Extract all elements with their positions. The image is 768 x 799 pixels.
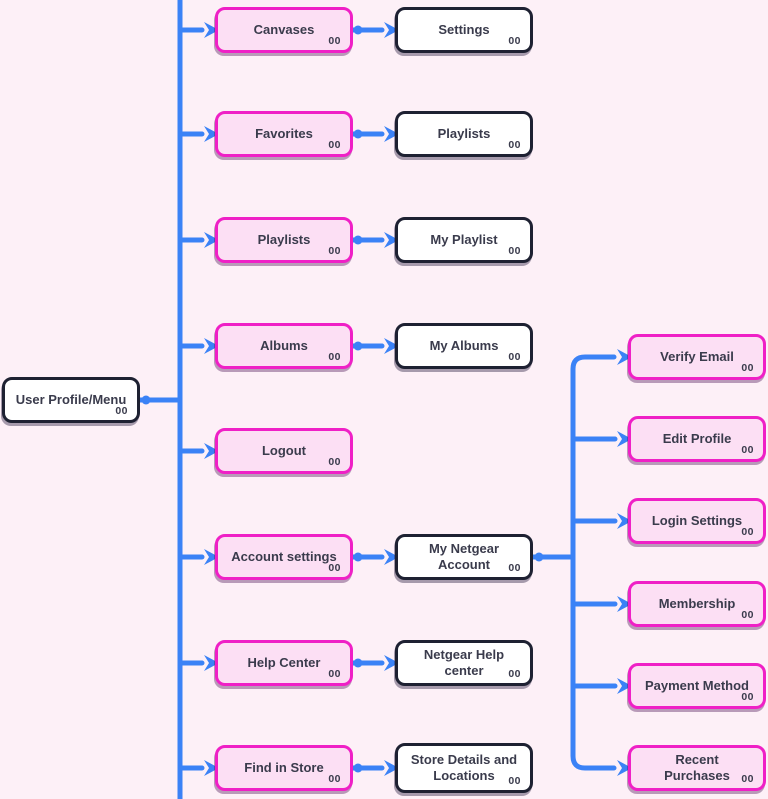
node-label: Store Details and Locations	[410, 751, 518, 783]
node-badge: 00	[328, 35, 341, 47]
node-label: Verify Email	[660, 348, 734, 364]
node-favorites[interactable]: Favorites 00	[215, 111, 353, 157]
node-edit-profile[interactable]: Edit Profile 00	[628, 416, 766, 462]
node-recent-purchases[interactable]: Recent Purchases 00	[628, 745, 766, 791]
node-label: User Profile/Menu	[15, 391, 127, 407]
node-label: Login Settings	[651, 512, 743, 528]
node-find-in-store[interactable]: Find in Store 00	[215, 745, 353, 791]
node-badge: 00	[115, 405, 128, 417]
node-badge: 00	[328, 139, 341, 151]
node-label: Settings	[438, 21, 490, 37]
node-badge: 00	[741, 362, 754, 374]
node-my-albums[interactable]: My Albums 00	[395, 323, 533, 369]
node-label: Help Center	[247, 654, 321, 670]
node-badge: 00	[508, 139, 521, 151]
node-label: Favorites	[255, 125, 313, 141]
node-albums[interactable]: Albums 00	[215, 323, 353, 369]
node-verify-email[interactable]: Verify Email 00	[628, 334, 766, 380]
node-my-netgear-account[interactable]: My Netgear Account 00	[395, 534, 533, 580]
node-label: Payment Method	[644, 677, 749, 693]
node-help-center[interactable]: Help Center 00	[215, 640, 353, 686]
node-badge: 00	[328, 562, 341, 574]
node-playlists[interactable]: Playlists 00	[395, 111, 533, 157]
node-playlists[interactable]: Playlists 00	[215, 217, 353, 263]
node-label: Recent Purchases	[664, 751, 730, 783]
node-settings[interactable]: Settings 00	[395, 7, 533, 53]
node-label: My Playlist	[430, 231, 498, 247]
node-badge: 00	[741, 444, 754, 456]
node-badge: 00	[328, 351, 341, 363]
node-my-playlist[interactable]: My Playlist 00	[395, 217, 533, 263]
node-badge: 00	[741, 773, 754, 785]
node-membership[interactable]: Membership 00	[628, 581, 766, 627]
node-label: Netgear Help center	[423, 646, 505, 678]
node-badge: 00	[741, 609, 754, 621]
node-label: Albums	[260, 337, 308, 353]
node-label: Playlists	[257, 231, 311, 247]
node-label: Find in Store	[244, 759, 324, 775]
node-canvases[interactable]: Canvases 00	[215, 7, 353, 53]
node-badge: 00	[508, 562, 521, 574]
node-label: My Netgear Account	[428, 540, 500, 572]
node-label: Logout	[261, 442, 307, 458]
node-badge: 00	[328, 668, 341, 680]
node-badge: 00	[328, 245, 341, 257]
node-label: My Albums	[429, 337, 499, 353]
node-label: Account settings	[231, 548, 337, 564]
node-label: Playlists	[437, 125, 491, 141]
node-label: Canvases	[253, 21, 315, 37]
node-badge: 00	[328, 773, 341, 785]
node-badge: 00	[508, 35, 521, 47]
node-badge: 00	[508, 668, 521, 680]
node-label: Membership	[658, 595, 736, 611]
node-badge: 00	[508, 245, 521, 257]
node-badge: 00	[328, 456, 341, 468]
node-badge: 00	[741, 691, 754, 703]
node-badge: 00	[508, 351, 521, 363]
node-badge: 00	[508, 775, 521, 787]
node-label: Edit Profile	[662, 430, 732, 446]
node-badge: 00	[741, 526, 754, 538]
node-logout[interactable]: Logout 00	[215, 428, 353, 474]
